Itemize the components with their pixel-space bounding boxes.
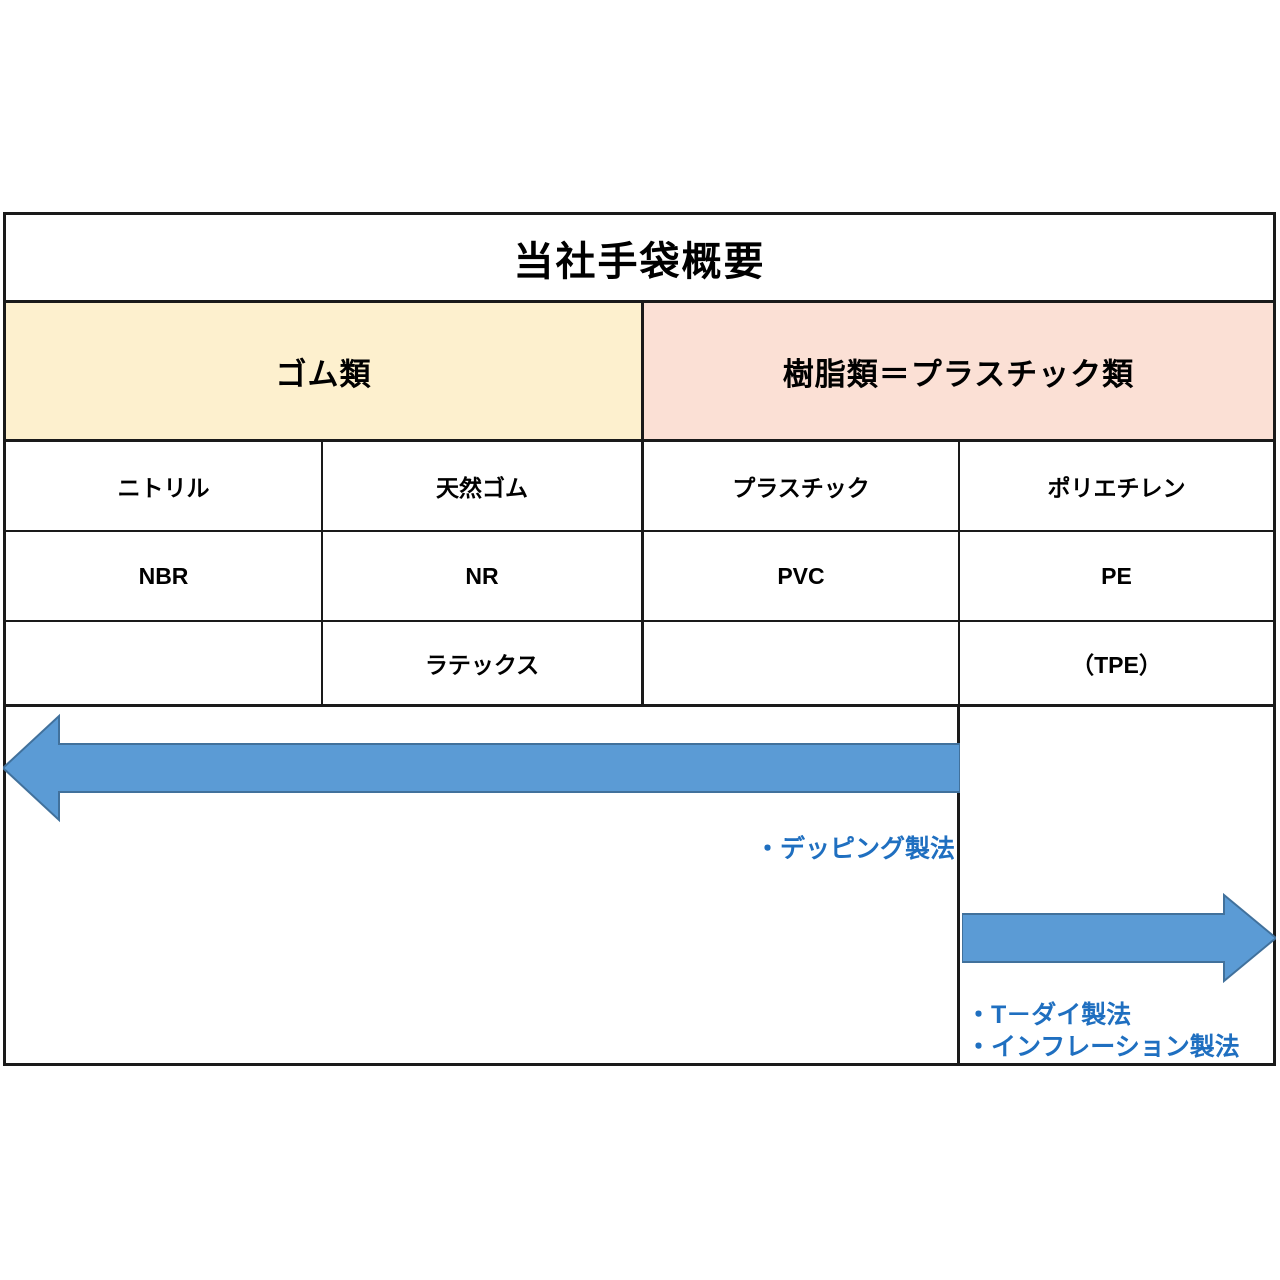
extrusion-process-pane: ・T－ダイ製法 ・インフレーション製法 (960, 707, 1276, 1063)
material-row: ニトリル 天然ゴム プラスチック ポリエチレン (6, 442, 1273, 532)
left-arrow-icon (3, 713, 960, 823)
material-cell-natural-rubber: 天然ゴム (323, 442, 644, 530)
category-row: ゴム類 樹脂類＝プラスチック類 (6, 303, 1273, 442)
annotation-dipping: ・デッピング製法 (754, 835, 955, 863)
code-cell-pe: PE (1101, 562, 1132, 589)
glove-overview-table: 当社手袋概要 ゴム類 樹脂類＝プラスチック類 ニトリル 天然ゴム プラスチック … (3, 212, 1276, 1066)
category-cell-resin: 樹脂類＝プラスチック類 (644, 303, 1273, 439)
code-cell-nr: NR (323, 532, 644, 620)
annotation-t-die: ・T－ダイ製法 (966, 1001, 1132, 1029)
material-cell-nitrile: ニトリル (6, 442, 323, 530)
code-row: NBR NR PVC PE (6, 532, 1273, 622)
annotation-inflation: ・インフレーション製法 (966, 1033, 1240, 1061)
extra-cell-plastic (644, 622, 960, 704)
page-title: 当社手袋概要 (513, 239, 766, 284)
table-grid: 当社手袋概要 ゴム類 樹脂類＝プラスチック類 ニトリル 天然ゴム プラスチック … (3, 215, 1276, 1063)
extra-cell-tpe: （TPE） (1071, 652, 1162, 678)
material-cell-plastic: プラスチック (644, 442, 960, 530)
right-arrow-icon (962, 893, 1276, 983)
code-cell-pvc: PVC (644, 532, 960, 620)
dipping-process-pane: ・デッピング製法 (3, 707, 960, 1063)
extra-cell-latex: ラテックス (323, 622, 644, 704)
table-title-row: 当社手袋概要 (6, 215, 1273, 303)
category-cell-rubber: ゴム類 (6, 303, 644, 439)
material-cell-polyethylene: ポリエチレン (1047, 475, 1186, 501)
extra-cell-nitrile (6, 622, 323, 704)
extra-row: ラテックス （TPE） (6, 622, 1273, 707)
code-cell-nbr: NBR (6, 532, 323, 620)
process-row: ・デッピング製法 ・T－ダイ製法 ・インフレーション製法 (3, 707, 1276, 1063)
category-label-rubber: ゴム類 (275, 356, 372, 392)
category-label-resin: 樹脂類＝プラスチック類 (782, 356, 1135, 392)
